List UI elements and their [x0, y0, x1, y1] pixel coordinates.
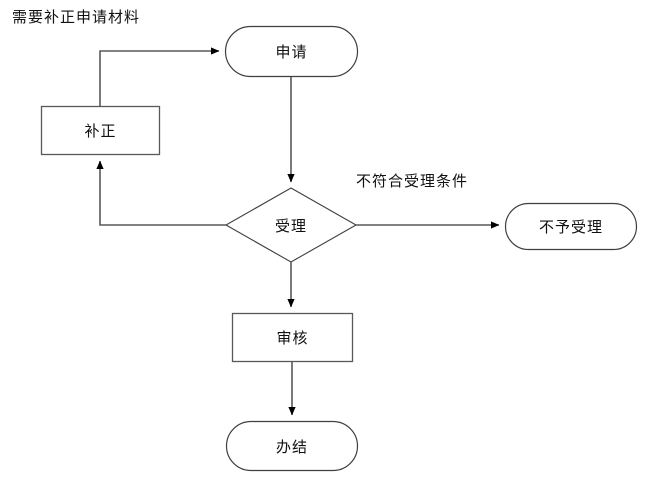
- shape-apply[interactable]: [224, 25, 359, 78]
- edge-accept-to-supplement: [96, 160, 226, 226]
- shape-reject[interactable]: [504, 202, 638, 251]
- shape-accept[interactable]: [224, 187, 358, 263]
- annotation-supplement-required: 需要补正申请材料: [12, 10, 141, 26]
- shape-review[interactable]: [231, 312, 354, 363]
- edge-supplement-to-apply: [99, 47, 220, 106]
- edge-label-reject-condition: 不符合受理条件: [356, 174, 469, 190]
- shape-supplement[interactable]: [40, 105, 161, 156]
- shape-finish[interactable]: [225, 420, 359, 472]
